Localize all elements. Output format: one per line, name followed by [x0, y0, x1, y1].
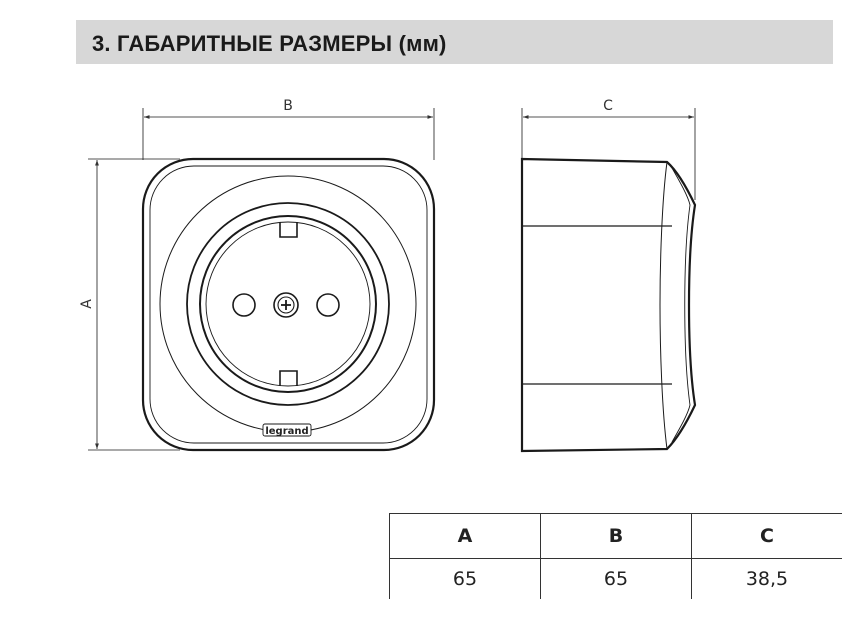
socket-ring-inner [199, 215, 377, 393]
dim-a-label: A [79, 299, 95, 309]
section-title: 3. ГАБАРИТНЫЕ РАЗМЕРЫ (мм) [92, 31, 447, 56]
front-view [88, 108, 436, 452]
dim-b-label: B [283, 98, 293, 114]
earth-clip-top [279, 222, 298, 238]
side-front-plate-curve [671, 167, 691, 443]
socket-outer-body [141, 157, 436, 452]
table-header-a: A [389, 513, 541, 559]
table-value-c: 38,5 [691, 558, 842, 599]
dimensions-table-value-row: 65 65 38,5 [389, 558, 842, 599]
socket-ring-outer [159, 175, 417, 433]
socket-outer-body-inner-edge [149, 165, 428, 444]
earth-clip-bottom [279, 370, 298, 386]
side-view [520, 108, 697, 453]
table-header-c: C [691, 513, 842, 559]
side-body-outline [520, 157, 697, 453]
table-value-b: 65 [540, 558, 692, 599]
socket-recess [205, 221, 371, 387]
socket-ring-middle [186, 202, 390, 406]
pin-hole-left [232, 293, 256, 317]
side-front-plate-edge [659, 161, 668, 450]
pin-hole-right [316, 293, 340, 317]
brand-logo: legrand [265, 426, 308, 437]
dimensions-table: A B C 65 65 38,5 [389, 513, 842, 599]
dim-c-label: C [603, 98, 613, 114]
logo-box [262, 423, 312, 437]
dimensions-table-header-row: A B C [389, 513, 842, 559]
center-screw-icon [273, 292, 299, 318]
section-header: 3. ГАБАРИТНЫЕ РАЗМЕРЫ (мм) [76, 20, 833, 64]
table-header-b: B [540, 513, 692, 559]
table-value-a: 65 [389, 558, 541, 599]
